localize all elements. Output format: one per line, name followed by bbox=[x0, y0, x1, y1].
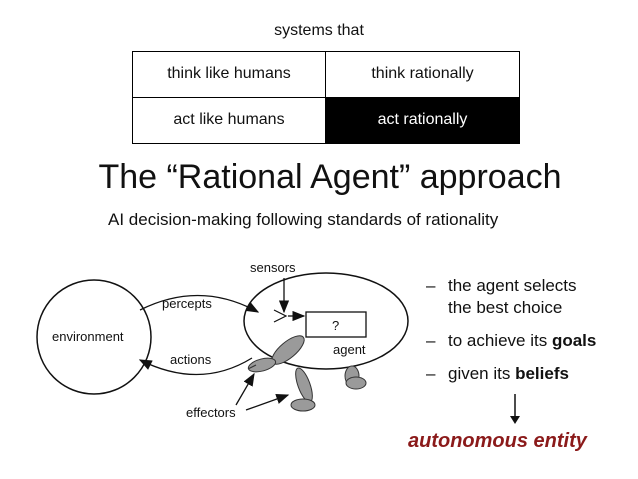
environment-label: environment bbox=[52, 329, 124, 344]
bullet-dash: – bbox=[426, 364, 436, 383]
conclusion-text: autonomous entity bbox=[408, 430, 587, 452]
actions-arrow bbox=[138, 357, 253, 376]
cell-act-like-humans: act like humans bbox=[133, 97, 326, 143]
agent-diagram: environment percepts actions sensors ? a… bbox=[36, 260, 409, 420]
grid-caption: systems that bbox=[274, 22, 364, 39]
bullet-text: given its beliefs bbox=[448, 364, 569, 383]
effectors-label: effectors bbox=[186, 405, 236, 420]
percepts-label: percepts bbox=[162, 296, 212, 311]
approach-grid: think like humans think rationally act l… bbox=[132, 51, 520, 144]
decision-unknown: ? bbox=[332, 318, 339, 333]
cell-act-rationally: act rationally bbox=[326, 97, 519, 143]
page-title: The “Rational Agent” approach bbox=[98, 158, 562, 196]
sensors-label: sensors bbox=[250, 260, 296, 275]
down-arrow-icon bbox=[510, 394, 520, 424]
agent-label: agent bbox=[333, 342, 366, 357]
effector-arm-icon bbox=[247, 335, 367, 412]
actions-label: actions bbox=[170, 352, 212, 367]
cell-think-rationally: think rationally bbox=[326, 52, 519, 98]
subtitle: AI decision-making following standards o… bbox=[108, 210, 499, 229]
agent-ellipse bbox=[243, 272, 409, 370]
bullet-dash: – bbox=[426, 276, 436, 295]
environment-circle bbox=[36, 279, 152, 395]
percepts-arrow bbox=[139, 294, 260, 313]
cell-think-like-humans: think like humans bbox=[133, 52, 326, 98]
eye-icon bbox=[273, 309, 288, 323]
gripper-icon bbox=[247, 364, 257, 370]
bullet-text: to achieve its goals bbox=[448, 331, 597, 350]
effectors-arrow-2 bbox=[245, 394, 290, 411]
effectors-arrow-1 bbox=[235, 372, 255, 406]
bullet-dash: – bbox=[426, 331, 436, 350]
decision-box bbox=[305, 311, 367, 338]
